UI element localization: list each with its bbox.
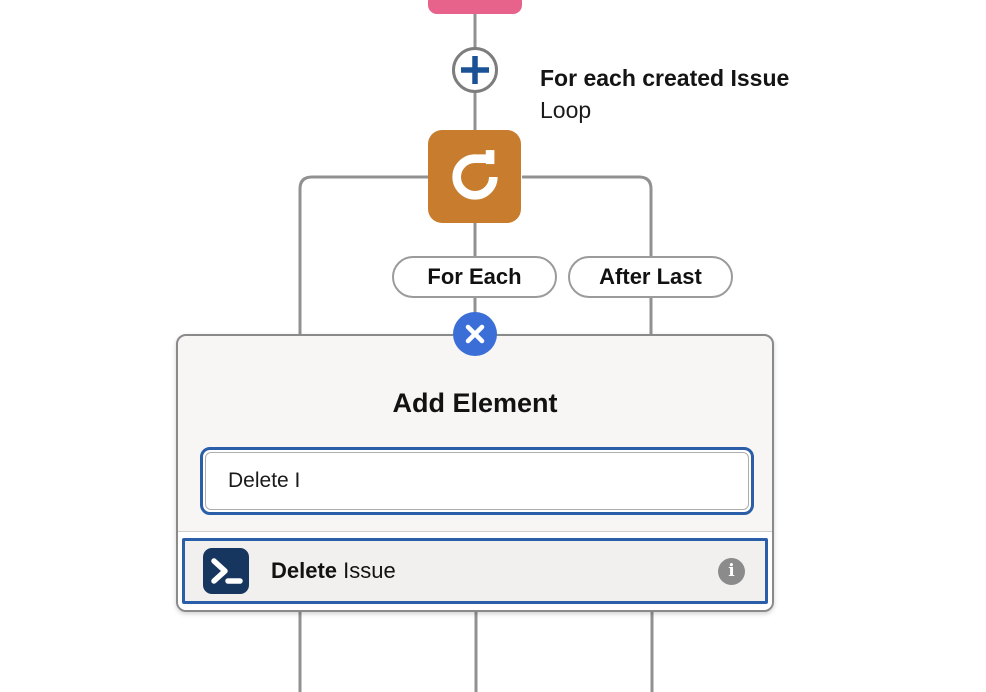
flow-node-pink[interactable] <box>428 0 522 14</box>
result-label: Delete Issue <box>271 558 396 584</box>
search-result-delete-issue[interactable]: Delete Issue i <box>182 538 768 604</box>
search-results: Delete Issue i <box>178 531 772 610</box>
result-label-match: Delete <box>271 558 338 583</box>
element-search-input[interactable] <box>206 453 748 509</box>
element-search-field-inner <box>205 452 749 510</box>
loop-node-title: For each created Issue <box>540 65 790 91</box>
popup-title: Add Element <box>392 388 558 418</box>
info-icon[interactable]: i <box>718 557 745 585</box>
element-search-field <box>200 447 754 515</box>
branch-label-for-each: For Each <box>392 256 557 298</box>
loop-node[interactable] <box>428 130 521 223</box>
plus-icon <box>461 56 489 84</box>
loop-node-type: Loop <box>540 97 592 123</box>
loop-node-label: For each created Issue Loop <box>540 62 789 126</box>
add-node-button[interactable] <box>452 47 498 93</box>
connector-branch-left <box>298 175 428 336</box>
connector-branch-right <box>522 175 653 336</box>
add-element-popup: Add Element Delete Issue i <box>176 334 774 612</box>
branch-label-after-last: After Last <box>568 256 733 298</box>
branch-label-text: After Last <box>599 264 702 289</box>
close-button[interactable] <box>453 312 497 356</box>
terminal-icon <box>203 548 249 594</box>
loop-icon <box>451 149 498 200</box>
branch-label-text: For Each <box>427 264 522 289</box>
close-icon <box>465 324 485 344</box>
result-label-rest: Issue <box>337 558 396 583</box>
